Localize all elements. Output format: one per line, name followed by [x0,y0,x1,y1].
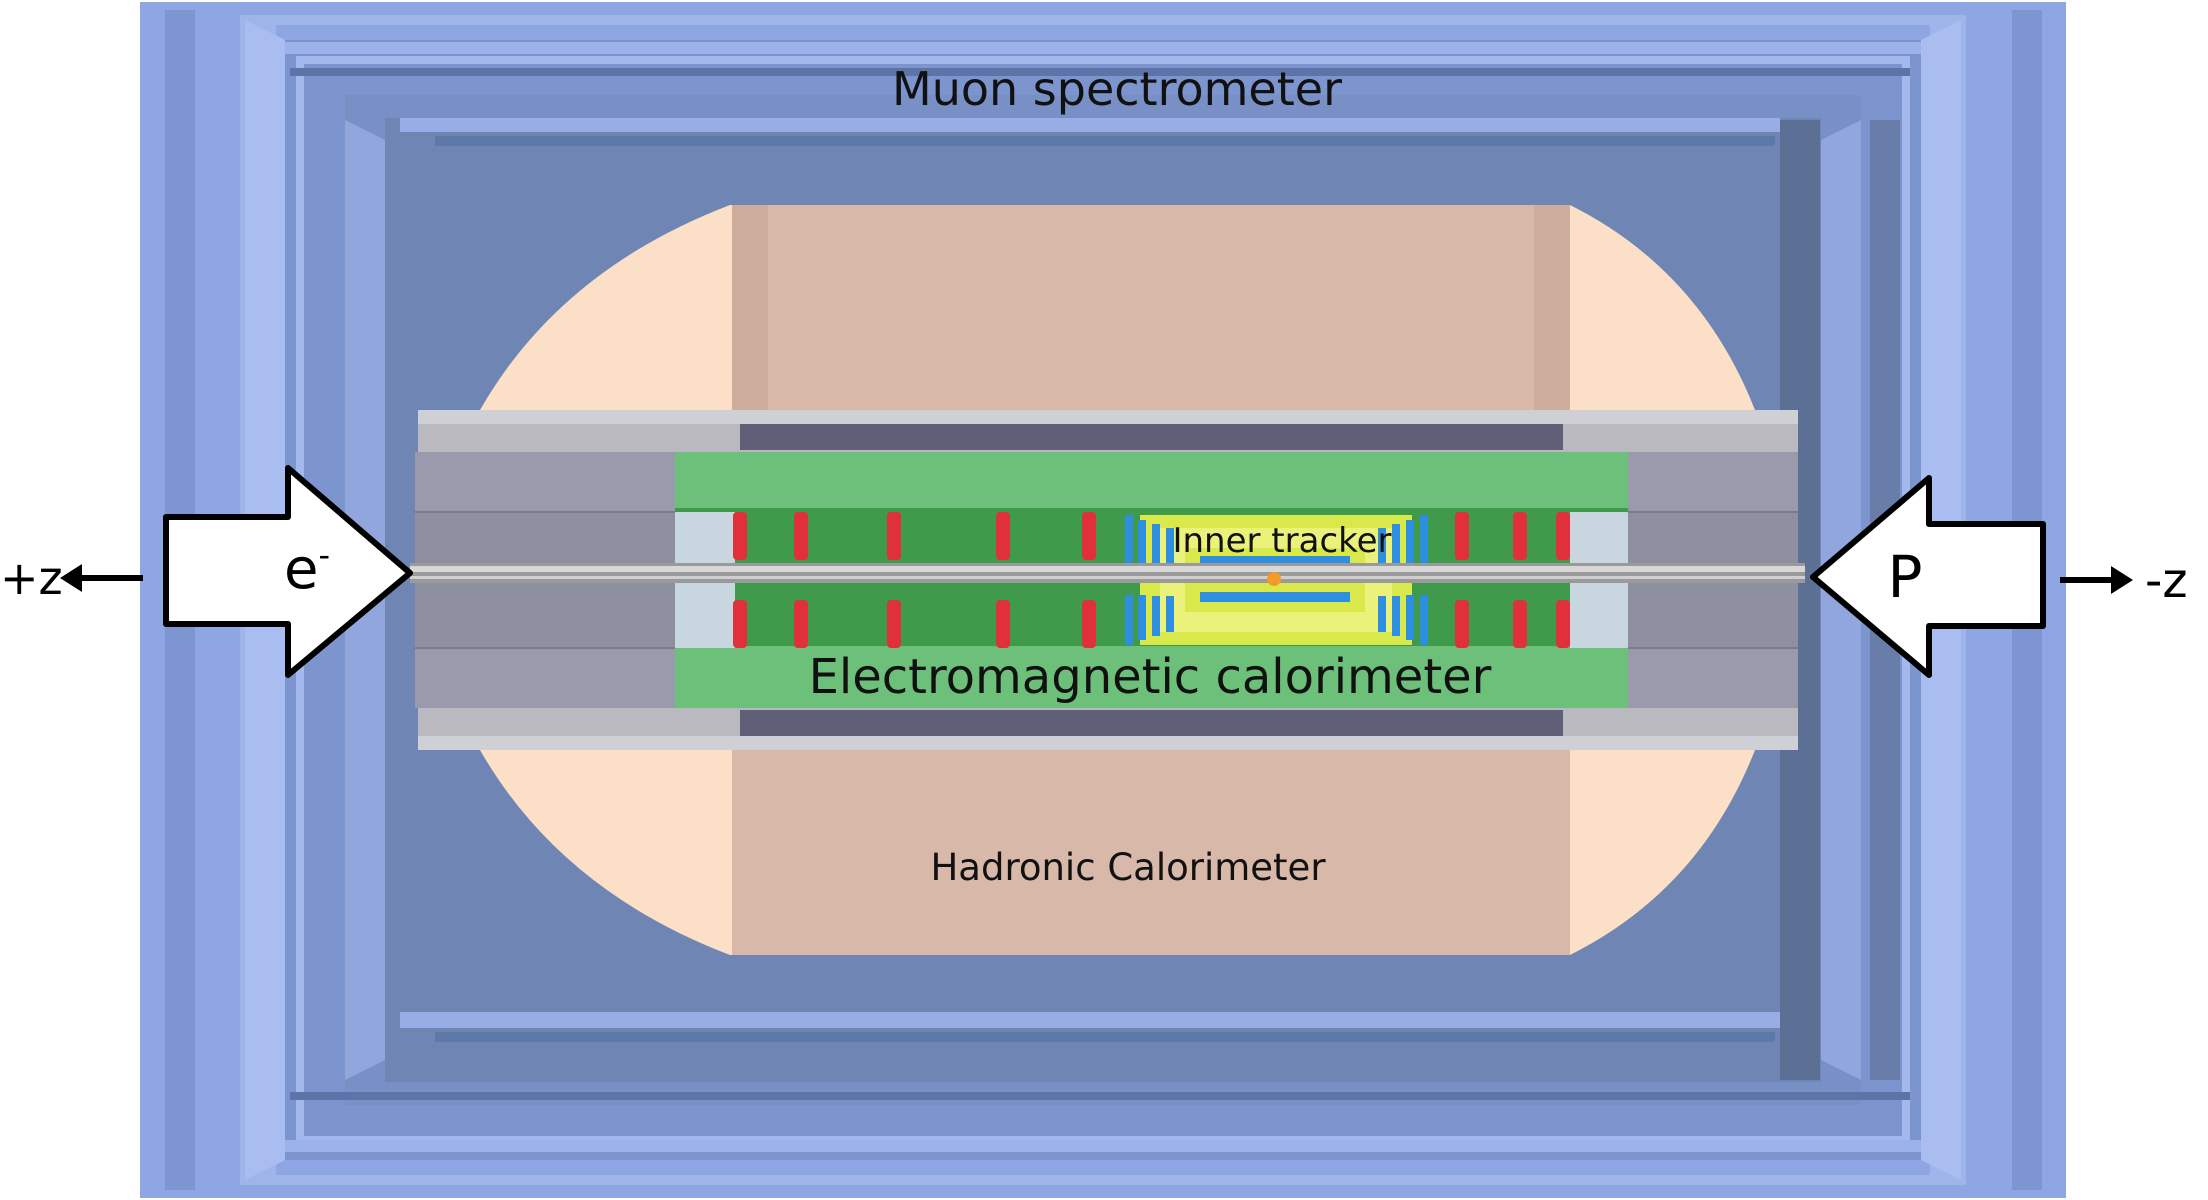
interaction-vertex [1267,572,1281,586]
arrow-right-icon [2060,566,2133,594]
inner-tracker-label: Inner tracker [1172,521,1391,561]
big-arrow-right-icon [163,465,413,678]
em-calorimeter-label: Electromagnetic calorimeter [809,649,1492,705]
proton-label: P [1888,543,1923,611]
hadronic-calorimeter [480,205,1755,955]
red-disks [733,512,1570,648]
beam-pipe [410,563,1805,586]
minus-z-label: -z [2145,553,2188,609]
electron-label: e- [284,536,330,602]
plus-z-label: +z [0,551,63,605]
muon-spectrometer-label: Muon spectrometer [892,62,1342,116]
arrow-left-icon [60,564,143,592]
hadronic-calorimeter-label: Hadronic Calorimeter [930,846,1326,889]
big-arrow-left-icon [1810,475,2046,678]
